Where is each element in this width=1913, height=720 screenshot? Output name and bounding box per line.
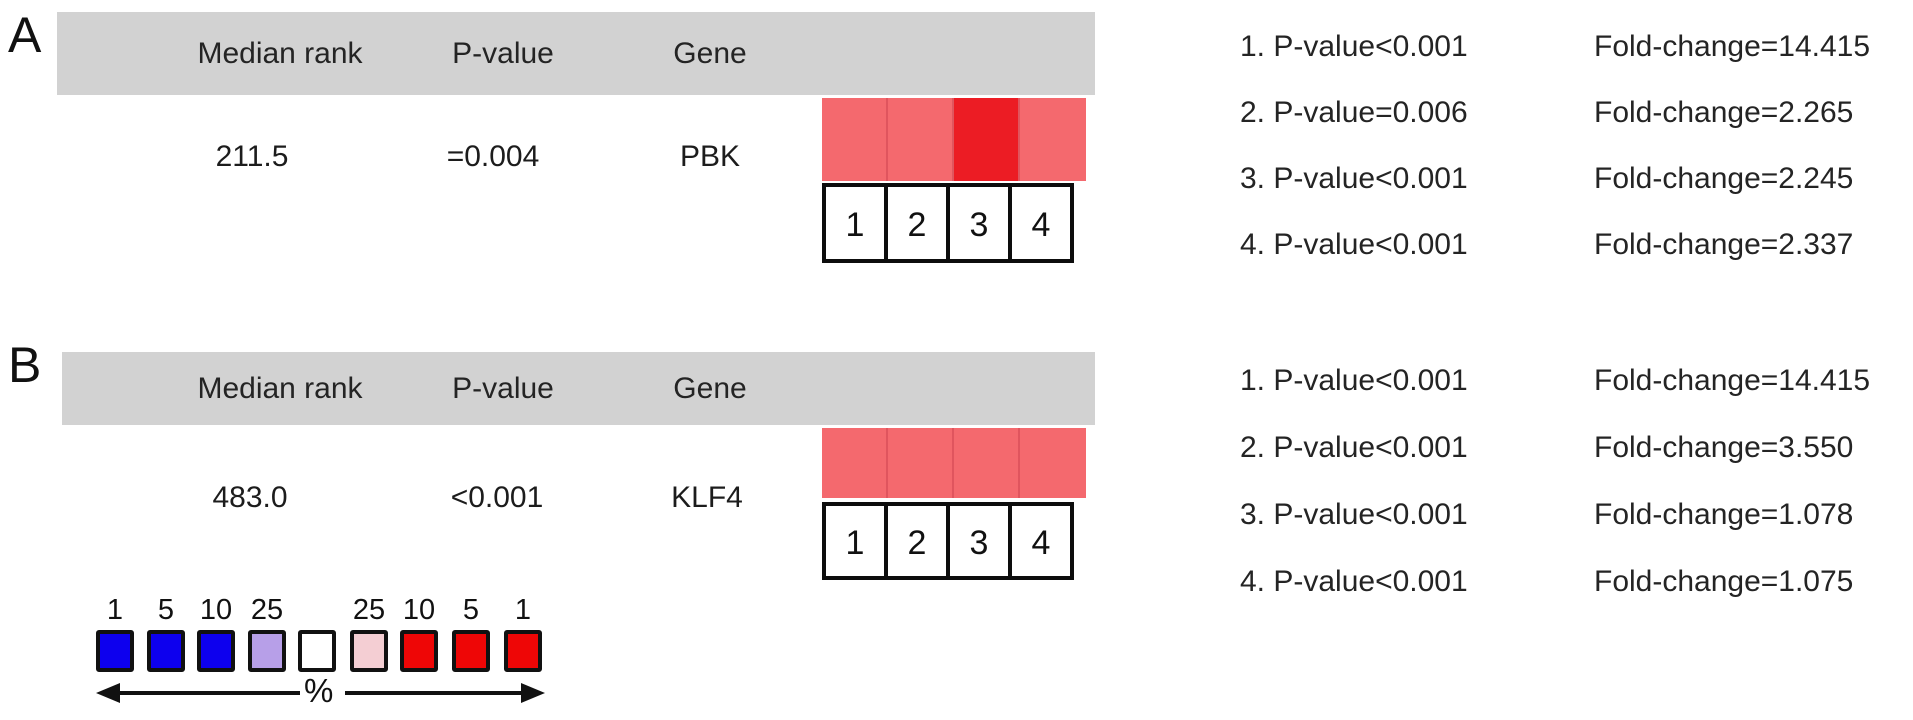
legend-label-10-right: 10 <box>402 594 436 626</box>
legend-label-25-left: 25 <box>250 594 284 626</box>
panel-a-stat-fold-4: Fold-change=2.337 <box>1594 228 1854 261</box>
panel-b-heatmap-cell-1 <box>822 428 888 498</box>
panel-b-header-bar: Median rank P-value Gene <box>62 352 1095 425</box>
panel-a-header-median-rank: Median rank <box>197 36 363 70</box>
panel-a-stat-pvalue-1: 1. P-value<0.001 <box>1240 30 1468 63</box>
panel-b-stat-pvalue-4: 4. P-value<0.001 <box>1240 565 1468 598</box>
legend-swatch-lavender <box>248 630 286 672</box>
panel-a-gene-name: PBK <box>679 140 741 173</box>
panel-b-letter: B <box>8 337 42 393</box>
panel-b-stat-pvalue-3: 3. P-value<0.001 <box>1240 498 1468 531</box>
legend-swatch-pink <box>350 630 388 672</box>
panel-a-stat-fold-3: Fold-change=2.245 <box>1594 162 1854 195</box>
legend-swatch-blue-2 <box>147 630 185 672</box>
legend-label-25-right: 25 <box>352 594 386 626</box>
panel-b-stat-fold-2: Fold-change=3.550 <box>1594 431 1854 464</box>
panel-b-heatmap-row <box>822 428 1086 498</box>
panel-a-letter: A <box>8 7 42 63</box>
panel-b-dataset-box-4: 4 <box>1008 502 1074 580</box>
panel-b-number-row: 1 2 3 4 <box>822 502 1074 580</box>
panel-b-dataset-box-2: 2 <box>884 502 950 580</box>
panel-b-heatmap-cell-3 <box>954 428 1020 498</box>
panel-b-stat-fold-3: Fold-change=1.078 <box>1594 498 1854 531</box>
legend-swatch-red-2 <box>452 630 490 672</box>
panel-a-dataset-box-3: 3 <box>946 183 1012 263</box>
panel-b-stat-pvalue-2: 2. P-value<0.001 <box>1240 431 1468 464</box>
panel-b-heatmap-cell-4 <box>1020 428 1086 498</box>
legend-label-5-right: 5 <box>462 594 480 626</box>
legend-arrow-right-line <box>345 691 523 695</box>
legend-percent-label: % <box>304 672 334 709</box>
panel-a-heatmap-cell-3 <box>954 98 1020 181</box>
legend-label-1-left: 1 <box>106 594 124 626</box>
panel-a-stat-pvalue-3: 3. P-value<0.001 <box>1240 162 1468 195</box>
panel-b-stat-fold-4: Fold-change=1.075 <box>1594 565 1854 598</box>
panel-a-stat-fold-2: Fold-change=2.265 <box>1594 96 1854 129</box>
panel-b-stat-fold-1: Fold-change=14.415 <box>1594 364 1871 397</box>
panel-a-stat-pvalue-2: 2. P-value=0.006 <box>1240 96 1468 129</box>
panel-a-header-bar: Median rank P-value Gene <box>57 12 1095 95</box>
legend-swatch-blue-3 <box>197 630 235 672</box>
panel-b-gene-name: KLF4 <box>671 481 743 514</box>
panel-a-p-value: =0.004 <box>446 140 540 173</box>
panel-b-stat-pvalue-1: 1. P-value<0.001 <box>1240 364 1468 397</box>
panel-b-dataset-box-1: 1 <box>822 502 888 580</box>
panel-b-header-median-rank: Median rank <box>197 371 363 405</box>
legend-label-5-left: 5 <box>157 594 175 626</box>
legend-swatch-white <box>298 630 336 672</box>
panel-b-p-value: <0.001 <box>450 481 544 514</box>
legend-arrow-left-head <box>96 683 120 703</box>
panel-b-header-gene: Gene <box>673 371 747 405</box>
legend-swatch-red-1 <box>400 630 438 672</box>
legend-arrow-left-line <box>116 691 300 695</box>
panel-a-number-row: 1 2 3 4 <box>822 183 1074 263</box>
panel-a-dataset-box-1: 1 <box>822 183 888 263</box>
legend-label-1-right: 1 <box>514 594 532 626</box>
legend-label-10-left: 10 <box>199 594 233 626</box>
panel-b-median-rank-value: 483.0 <box>212 481 288 514</box>
panel-b-header-p-value: P-value <box>452 371 554 405</box>
panel-b-dataset-box-3: 3 <box>946 502 1012 580</box>
panel-a-header-p-value: P-value <box>452 36 554 70</box>
panel-a-heatmap-cell-4 <box>1020 98 1086 181</box>
panel-a-median-rank-value: 211.5 <box>215 140 289 173</box>
panel-a-stat-pvalue-4: 4. P-value<0.001 <box>1240 228 1468 261</box>
legend-swatch-blue-1 <box>96 630 134 672</box>
legend-swatch-red-3 <box>504 630 542 672</box>
panel-a-stat-fold-1: Fold-change=14.415 <box>1594 30 1871 63</box>
panel-a-heatmap-cell-1 <box>822 98 888 181</box>
panel-a-dataset-box-2: 2 <box>884 183 950 263</box>
legend-arrow-right-head <box>521 683 545 703</box>
panel-a-dataset-box-4: 4 <box>1008 183 1074 263</box>
panel-a-heatmap-cell-2 <box>888 98 954 181</box>
panel-b-heatmap-cell-2 <box>888 428 954 498</box>
panel-a-heatmap-row <box>822 98 1086 181</box>
panel-a-header-gene: Gene <box>673 36 747 70</box>
